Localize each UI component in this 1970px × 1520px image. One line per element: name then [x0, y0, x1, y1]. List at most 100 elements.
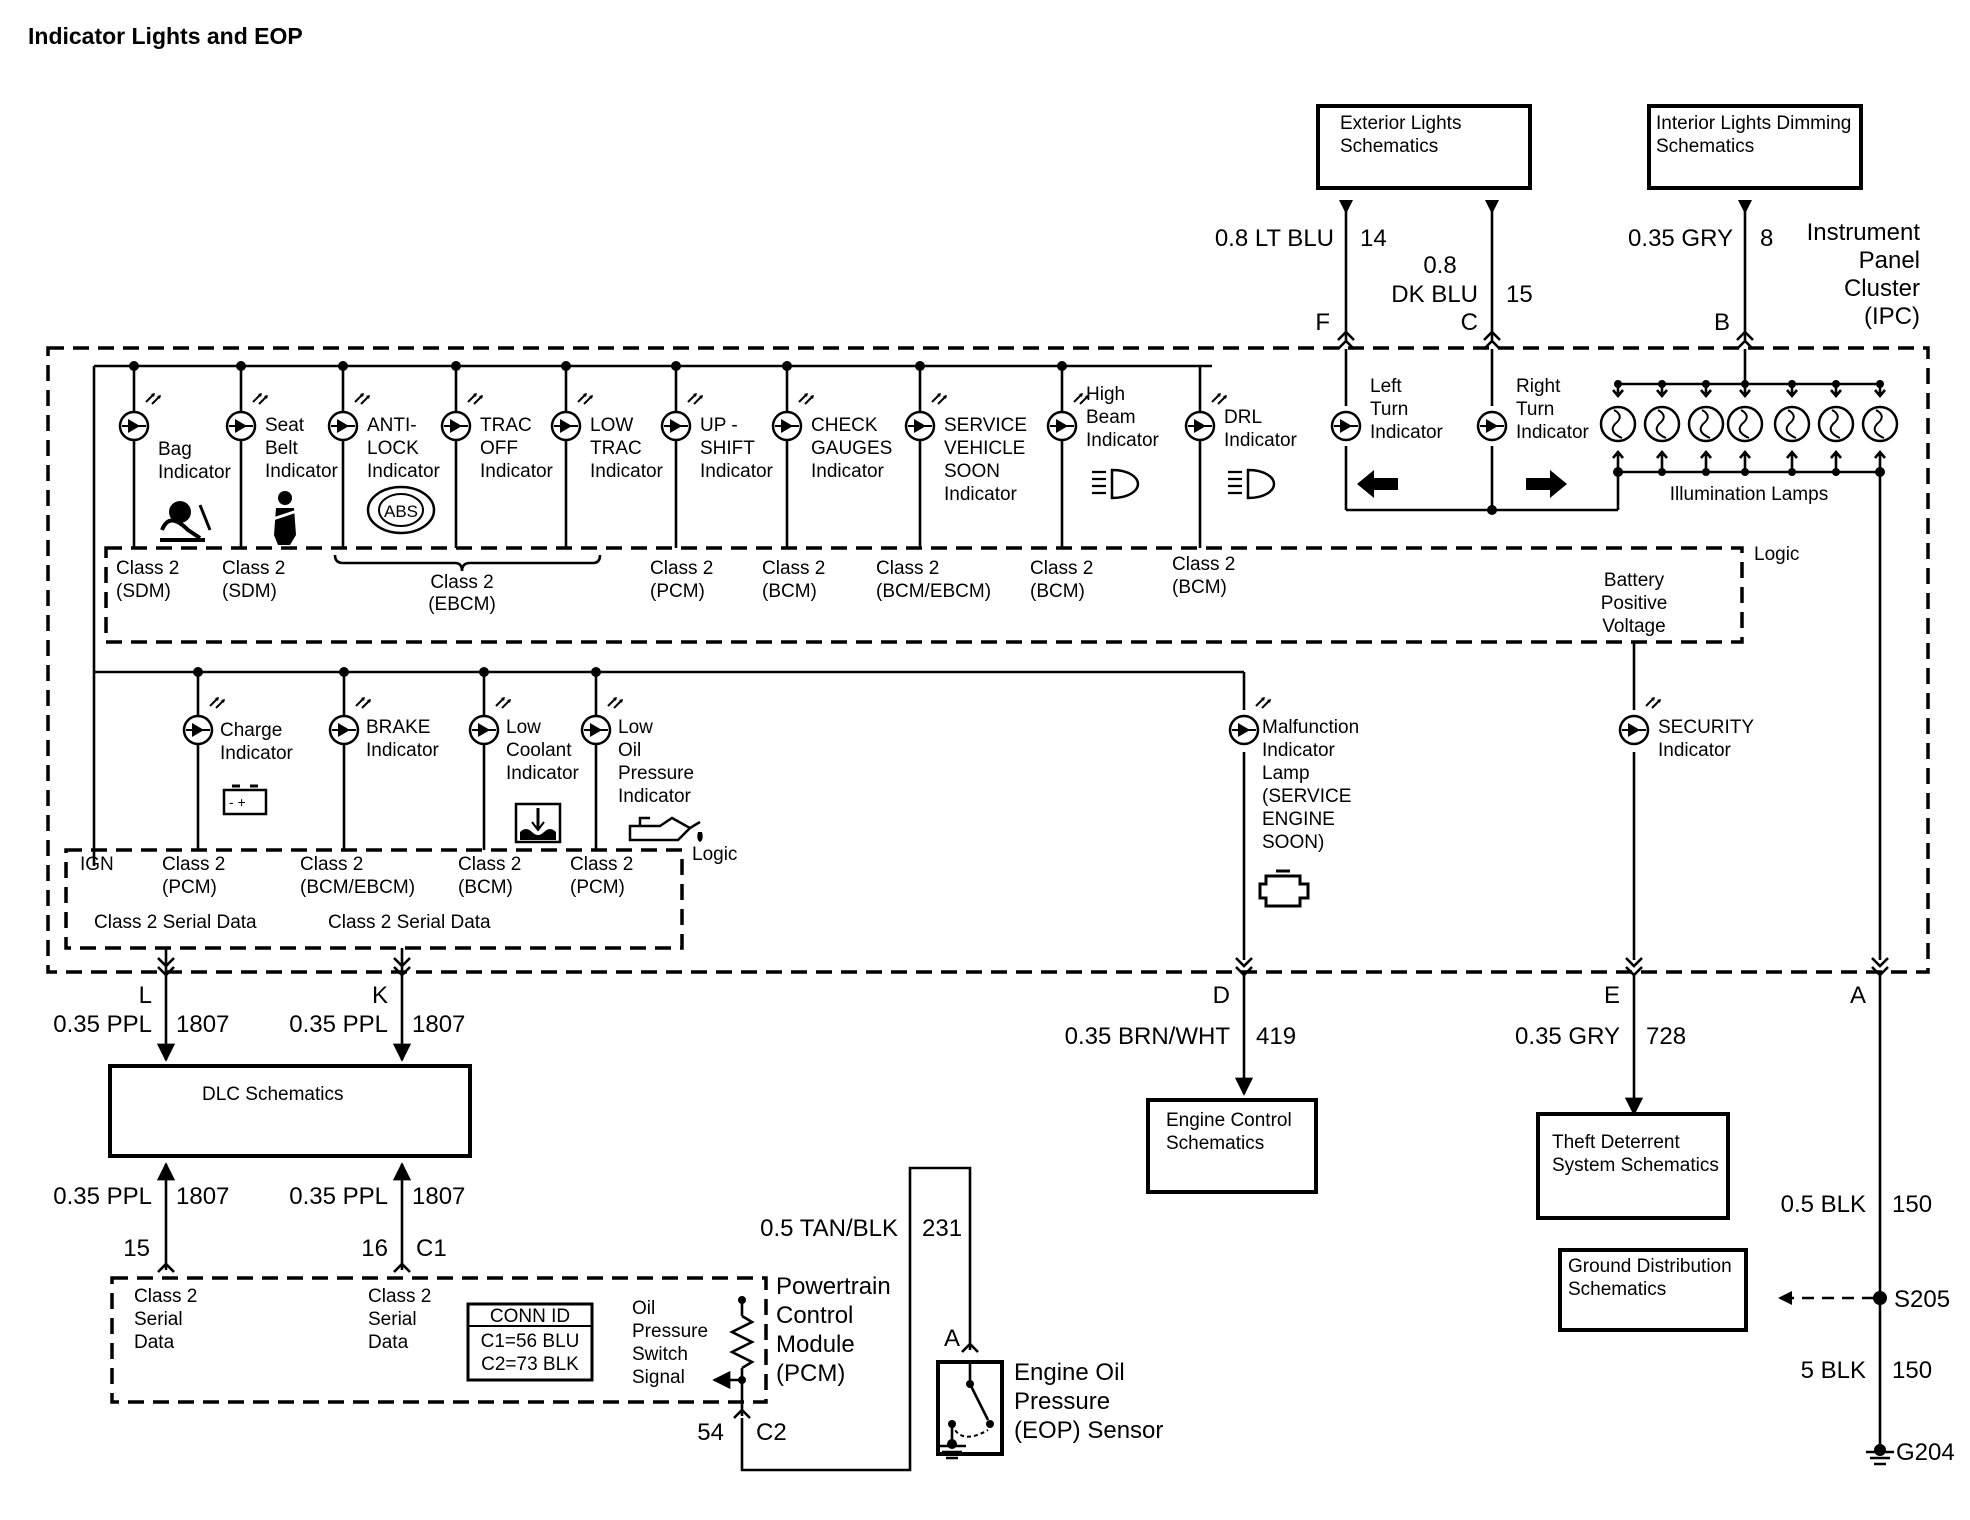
exterior-lights-box[interactable]: Exterior Lights Schematics	[1316, 104, 1532, 190]
svg-text:Indicator: Indicator	[1086, 430, 1160, 451]
wire-c: 0.8 DK BLU 15 C	[1391, 200, 1533, 350]
oil-can-icon	[628, 816, 703, 842]
lamp-icon	[440, 393, 483, 442]
svg-text:Panel: Panel	[1859, 247, 1920, 274]
dlc-pcm-wire-15: 0.35 PPL 1807 15	[53, 1162, 229, 1273]
svg-text:UP -: UP -	[700, 415, 738, 436]
svg-text:SERVICE: SERVICE	[944, 415, 1027, 436]
svg-text:Schematics: Schematics	[1656, 136, 1754, 157]
svg-text:Turn: Turn	[1370, 399, 1408, 420]
pcm-serial-data-1: Class 2 Serial Data	[134, 1286, 197, 1353]
ipc-label: Instrument Panel Cluster (IPC)	[1807, 219, 1921, 330]
engine-icon	[1258, 869, 1310, 908]
svg-text:Data: Data	[368, 1332, 409, 1353]
svg-text:Switch: Switch	[632, 1344, 688, 1365]
svg-text:- +: - +	[229, 794, 246, 810]
svg-text:(BCM): (BCM)	[762, 581, 817, 602]
lamp-icon	[118, 393, 161, 442]
svg-text:15: 15	[1506, 281, 1533, 308]
left-turn-indicator: Left Turn Indicator	[1330, 349, 1618, 512]
svg-text:150: 150	[1892, 1191, 1932, 1218]
ground-distribution-box[interactable]: Ground Distribution Schematics	[1558, 1248, 1748, 1332]
svg-text:Illumination Lamps: Illumination Lamps	[1670, 484, 1828, 505]
airbag-icon	[160, 501, 212, 542]
svg-text:Exterior Lights: Exterior Lights	[1340, 113, 1461, 134]
abs-icon: ABS	[366, 485, 436, 535]
svg-text:Powertrain: Powertrain	[776, 1273, 891, 1300]
svg-text:Indicator: Indicator	[506, 763, 580, 784]
seat-belt-icon	[269, 491, 301, 545]
svg-text:Class 2: Class 2	[222, 558, 285, 579]
svg-text:Indicator: Indicator	[1516, 422, 1590, 443]
svg-text:Engine Control: Engine Control	[1166, 1110, 1292, 1131]
mil-lamp-icon	[1228, 697, 1271, 746]
svg-text:Class 2: Class 2	[300, 854, 363, 875]
illumination-lamp-5	[1817, 380, 1855, 476]
svg-text:Indicator: Indicator	[811, 461, 885, 482]
svg-text:Low: Low	[618, 717, 653, 738]
illumination-lamps: Illumination Lamps	[1599, 349, 1899, 510]
svg-text:(BCM): (BCM)	[1030, 581, 1085, 602]
svg-text:Class 2: Class 2	[570, 854, 633, 875]
wire-l: L 0.35 PPL 1807	[53, 948, 229, 1062]
svg-text:Charge: Charge	[220, 720, 282, 741]
svg-text:SOON): SOON)	[1262, 832, 1324, 853]
mil-indicator: Malfunction Indicator Lamp (SERVICE ENGI…	[1242, 717, 1359, 960]
svg-text:1807: 1807	[176, 1011, 229, 1038]
drl-icon	[1228, 468, 1276, 500]
svg-text:Signal: Signal	[632, 1367, 685, 1388]
svg-text:Class 2: Class 2	[762, 558, 825, 579]
right-turn-indicator: Right Turn Indicator	[1476, 349, 1590, 515]
svg-text:0.35 PPL: 0.35 PPL	[289, 1183, 388, 1210]
svg-text:Class 2: Class 2	[368, 1286, 431, 1307]
interior-lights-dimming-box[interactable]: Interior Lights Dimming Schematics	[1647, 104, 1863, 190]
svg-text:C: C	[1461, 309, 1478, 336]
svg-text:Indicator: Indicator	[1262, 740, 1336, 761]
svg-text:E: E	[1604, 982, 1620, 1009]
svg-text:14: 14	[1360, 225, 1387, 252]
svg-text:Control: Control	[776, 1302, 853, 1329]
lamp-icon	[182, 697, 225, 746]
battery-icon: - +	[222, 784, 268, 816]
svg-text:Module: Module	[776, 1331, 855, 1358]
svg-text:Beam: Beam	[1086, 407, 1136, 428]
theft-deterrent-box[interactable]: Theft Deterrent System Schematics	[1536, 1112, 1730, 1220]
svg-text:Instrument: Instrument	[1807, 219, 1921, 246]
engine-control-box[interactable]: Engine Control Schematics	[1146, 1098, 1318, 1194]
svg-text:0.35 BRN/WHT: 0.35 BRN/WHT	[1065, 1023, 1231, 1050]
svg-text:Pressure: Pressure	[1014, 1388, 1110, 1415]
dlc-schematics-box[interactable]: DLC Schematics	[108, 1064, 472, 1158]
svg-text:16: 16	[361, 1235, 388, 1262]
svg-text:(BCM/EBCM): (BCM/EBCM)	[876, 581, 991, 602]
svg-text:Class 2: Class 2	[458, 854, 521, 875]
lamp-icon	[904, 393, 947, 442]
svg-text:Indicator: Indicator	[700, 461, 774, 482]
top-logic-label: Logic	[1754, 544, 1799, 565]
lamp-icon	[580, 697, 623, 746]
svg-text:System Schematics: System Schematics	[1552, 1155, 1719, 1176]
svg-text:ENGINE: ENGINE	[1262, 809, 1335, 830]
serial-data-l: Class 2 Serial Data	[94, 912, 257, 933]
pcm-boundary	[110, 1276, 768, 1404]
conn-id-table: CONN ID C1=56 BLU C2=73 BLK	[466, 1302, 594, 1382]
svg-text:(PCM): (PCM)	[776, 1360, 845, 1387]
lamp-icon	[771, 393, 814, 442]
svg-text:Class 2: Class 2	[1030, 558, 1093, 579]
svg-text:0.8: 0.8	[1423, 252, 1456, 279]
svg-text:Belt: Belt	[265, 438, 298, 459]
svg-text:ABS: ABS	[384, 502, 418, 521]
svg-text:1807: 1807	[412, 1011, 465, 1038]
high-beam-icon	[1092, 468, 1140, 500]
lamp-icon	[327, 393, 370, 442]
battery-positive-voltage: Battery Positive Voltage	[1601, 570, 1668, 637]
lamp-icon	[660, 393, 703, 442]
oil-pressure-switch-signal: Oil Pressure Switch Signal 54 C2	[632, 1296, 787, 1446]
svg-text:Indicator: Indicator	[220, 743, 294, 764]
svg-text:Battery: Battery	[1604, 570, 1665, 591]
svg-text:419: 419	[1256, 1023, 1296, 1050]
svg-text:Serial: Serial	[368, 1309, 417, 1330]
